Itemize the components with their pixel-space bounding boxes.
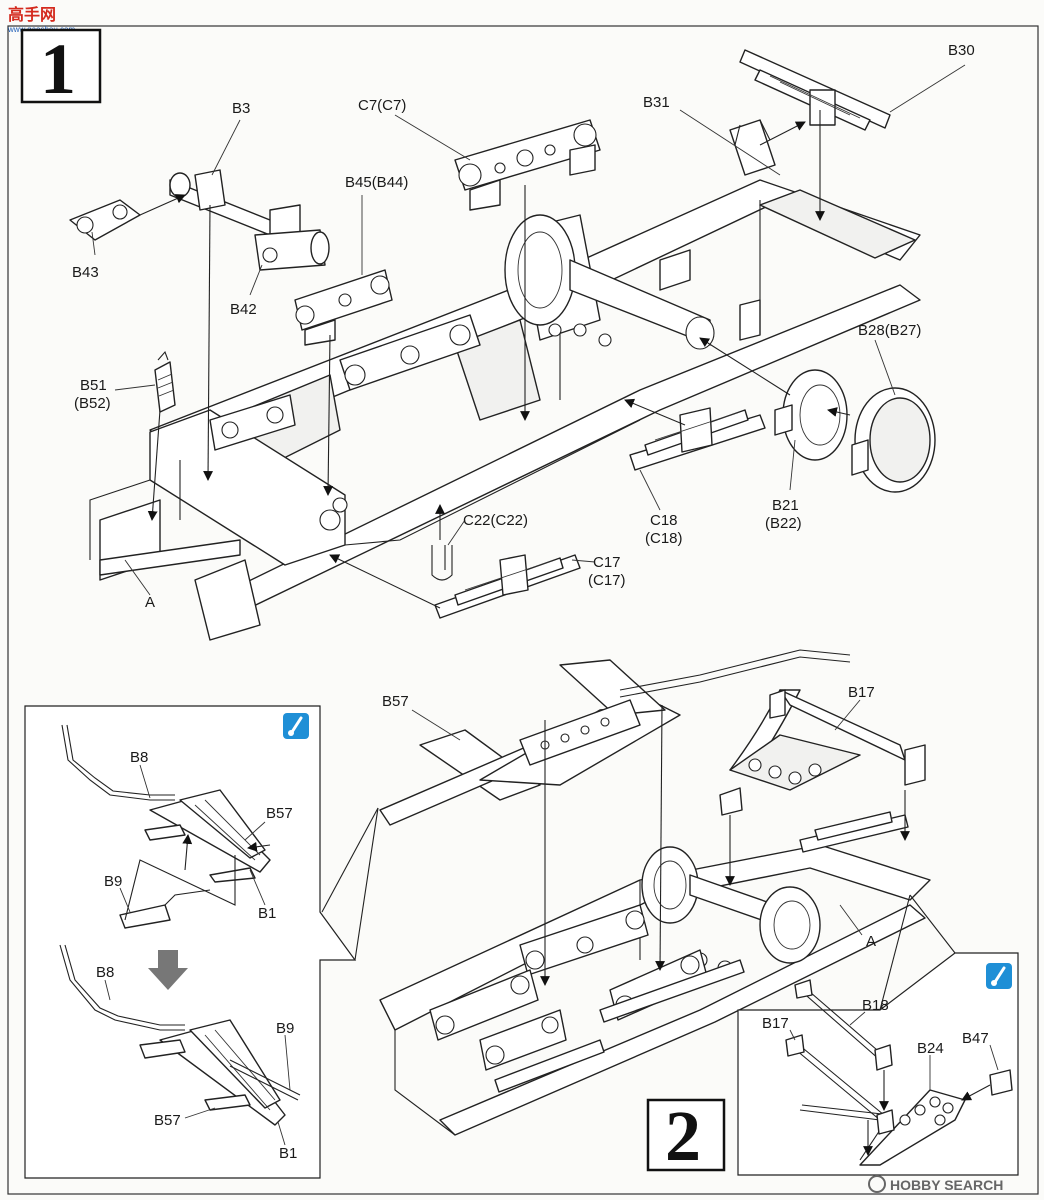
label-c17: C17: [593, 554, 621, 571]
label-inset3-b47: B47: [962, 1030, 989, 1047]
label-c7: C7(C7): [358, 97, 406, 114]
step-2-badge: 2: [646, 1096, 726, 1176]
part-c17: [434, 554, 581, 619]
label-inset1-b8: B8: [130, 749, 148, 766]
step-1-drawing: [69, 49, 966, 641]
watermark-hobby-search: HOBBY SEARCH: [868, 1175, 1003, 1193]
label-inset2-b9: B9: [276, 1020, 294, 1037]
label-inset2-b57: B57: [154, 1112, 181, 1129]
label-inset3-b18: B18: [862, 997, 889, 1014]
watermark-bottom-text: HOBBY SEARCH: [890, 1177, 1003, 1193]
cement-brush-icon: [283, 713, 309, 739]
label-b30: B30: [948, 42, 975, 59]
label-inset1-b1: B1: [258, 905, 276, 922]
part-b42: [254, 229, 330, 271]
label-b21: B21: [772, 497, 799, 514]
part-b21: [774, 369, 848, 461]
step-1-number: 1: [40, 29, 76, 109]
frame-walking-beam-1: [339, 314, 481, 391]
inset3-b47: [989, 1069, 1013, 1096]
part-c18: [629, 407, 766, 471]
label-b43: B43: [72, 264, 99, 281]
label-frame-a-2: A: [866, 933, 876, 950]
step-2-number: 2: [665, 1096, 701, 1176]
page-border: [7, 25, 1039, 1195]
label-inset3-b17: B17: [762, 1015, 789, 1032]
part-b45: [294, 269, 393, 346]
inset-right: [737, 952, 1019, 1176]
label-b17-main: B17: [848, 684, 875, 701]
part-b30: [739, 49, 891, 131]
assembly-arrow-icon: [148, 950, 188, 990]
inset-left: [24, 705, 357, 1179]
inset3-b24: [859, 1089, 966, 1166]
label-c22: C22(C22): [463, 512, 528, 529]
label-inset2-b1: B1: [279, 1145, 297, 1162]
label-b57-main: B57: [382, 693, 409, 710]
label-b22: (B22): [765, 515, 802, 532]
watermark-title: 高手网: [8, 5, 56, 24]
label-inset2-b8: B8: [96, 964, 114, 981]
part-b31: [729, 119, 776, 176]
label-b42: B42: [230, 301, 257, 318]
label-frame-a: A: [145, 594, 155, 611]
label-inset1-b57: B57: [266, 805, 293, 822]
cement-brush-icon: [986, 963, 1012, 989]
step-1-badge: 1: [20, 28, 102, 109]
label-c18: C18: [650, 512, 678, 529]
label-b51: B51: [80, 377, 107, 394]
label-b45: B45(B44): [345, 174, 408, 191]
label-b52: (B52): [74, 395, 111, 412]
label-b31: B31: [643, 94, 670, 111]
label-inset1-b9: B9: [104, 873, 122, 890]
label-c18-alt: (C18): [645, 530, 683, 547]
part-b28: [851, 387, 936, 493]
label-inset3-b24: B24: [917, 1040, 944, 1057]
frame-walking-beam-2: [209, 394, 296, 451]
label-b28: B28(B27): [858, 322, 921, 339]
part-b51: [154, 350, 176, 413]
part-b57-main: [379, 659, 681, 826]
part-b17-main: [729, 689, 926, 791]
part-b43: [69, 199, 141, 241]
part-c22: [431, 545, 453, 581]
label-b3: B3: [232, 100, 250, 117]
part-c7: [454, 119, 601, 211]
label-c17-alt: (C17): [588, 572, 626, 589]
step-2-drawing: [379, 649, 931, 1136]
